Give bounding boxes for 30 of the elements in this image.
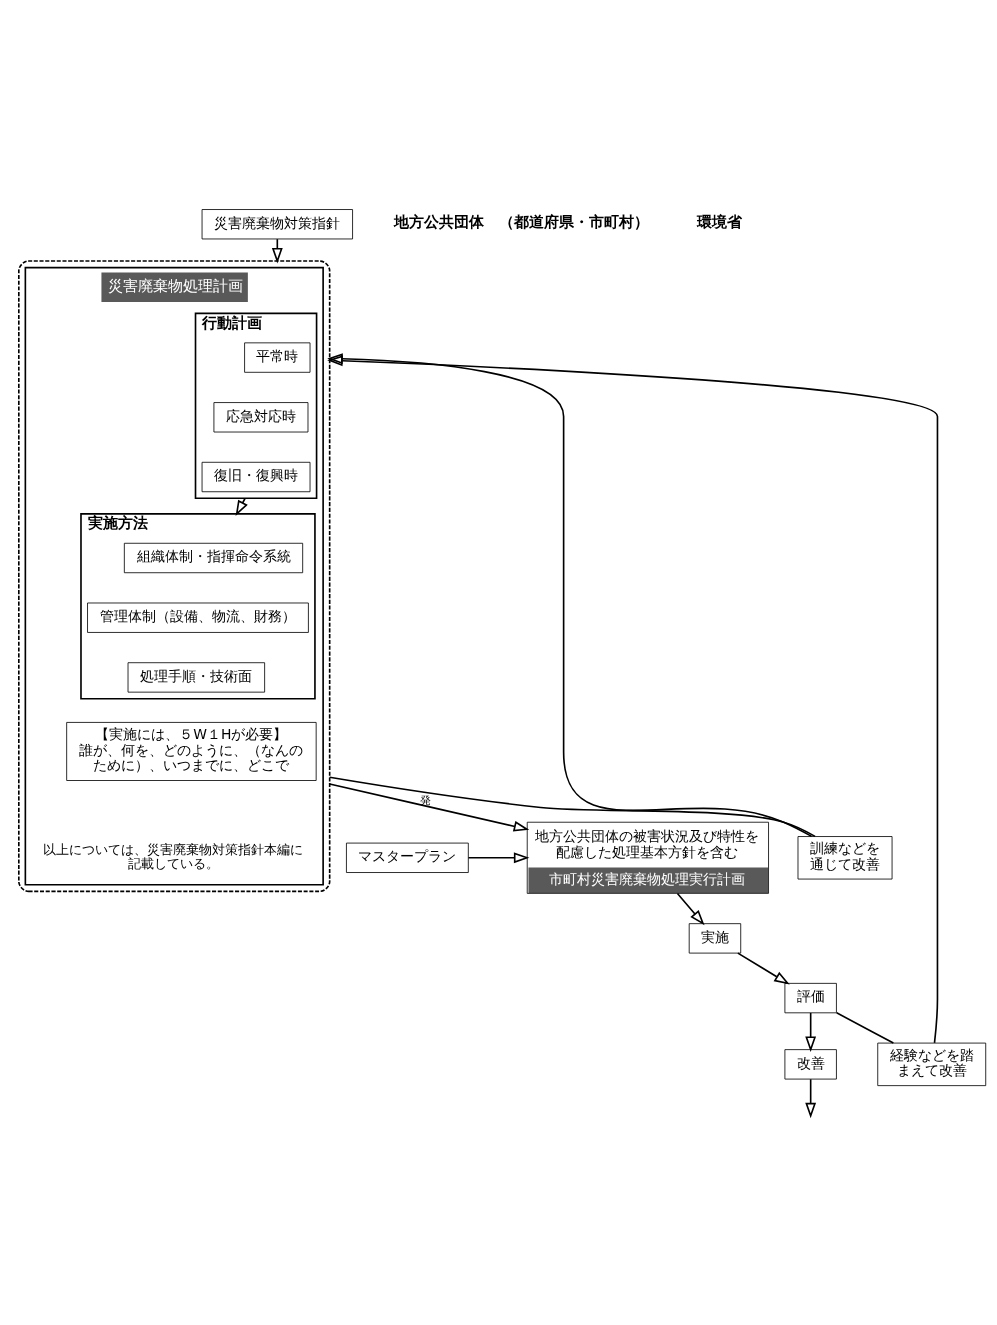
node-box: 平常時 (243, 341, 310, 373)
arrow (804, 1078, 816, 1118)
node-box: 管理体制（設備、物流、財務） (86, 602, 309, 633)
node-box: 実施 (688, 922, 741, 953)
node-box: 【実施には、５W１Hが必要】 誰が、何を、どのように、（なんのために）、いつまでに、どこで (65, 721, 317, 781)
connector (835, 1011, 894, 1044)
node-box: 経験などを踏まえて改善 (876, 1042, 986, 1086)
arrow (235, 496, 248, 516)
node-box: マスタープラン (345, 842, 469, 873)
arrow (328, 782, 529, 832)
arrow (736, 951, 790, 985)
node-box: 処理手順・技術面 (127, 661, 265, 693)
node-label: 以上については、災害廃棄物対策指針本編に記載している。 (42, 841, 303, 871)
connector (328, 775, 816, 837)
node-box: 評価 (784, 982, 837, 1013)
label: 環境省 (696, 212, 742, 230)
arrow (271, 237, 283, 264)
arrow (676, 892, 705, 925)
node-box: 訓練などを通じて改善 (797, 835, 892, 879)
node-box: 改善 (784, 1048, 837, 1079)
node-box: 応急対応時 (213, 401, 308, 432)
arrow (326, 352, 812, 837)
node-box: 復旧・復興時 (201, 461, 310, 492)
edge-label: 発 (419, 792, 431, 807)
node-box: 組織体制・指揮命令系統 (123, 542, 303, 573)
arrow (467, 851, 529, 863)
arrow (326, 354, 938, 1044)
arrow (804, 1011, 816, 1052)
node-box: 災害廃棄物対策指針 (201, 208, 353, 239)
label: 地方公共団体 （都道府県・市町村） (393, 212, 649, 230)
